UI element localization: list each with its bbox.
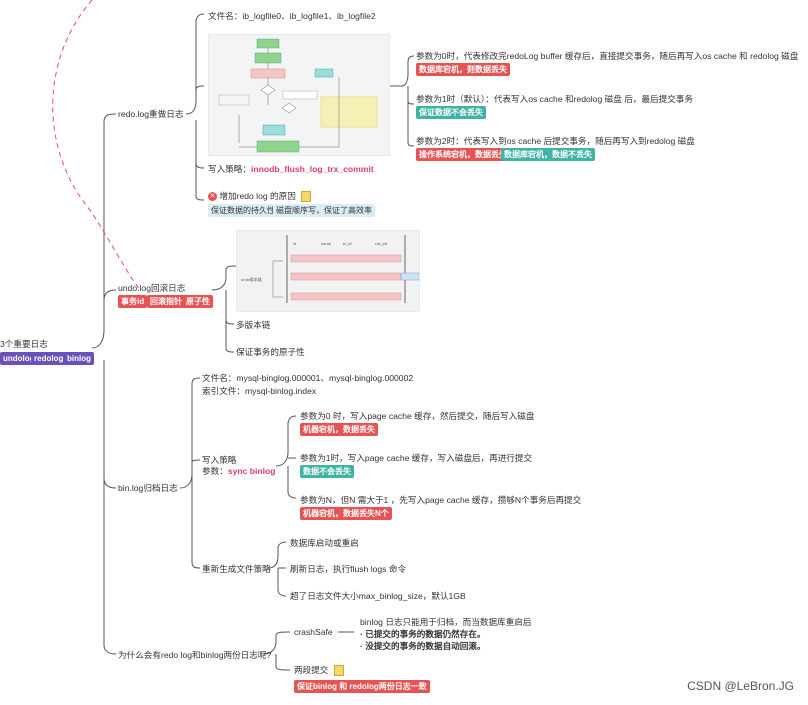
- binlog-param-2-tag: 机器宕机，数据丢失N个: [300, 507, 392, 520]
- undo-header-txid: tx_id: [343, 241, 351, 246]
- binlog-param-0-tag: 机器宕机，数据丢失: [300, 423, 378, 436]
- undo-header-name: name: [321, 241, 332, 246]
- note-icon[interactable]: [301, 191, 312, 203]
- undo-tag-txid: 事务id: [118, 295, 148, 308]
- redo-strategy-value: innodb_flush_log_trx_commit: [250, 164, 374, 174]
- undo-item-version-chain: 多版本链: [236, 320, 271, 330]
- crashsafe-line-1: · 已提交的事务的数据仍然存在。: [360, 629, 486, 639]
- redo-param-1-tag: 保证数据不会丢失: [416, 106, 486, 119]
- root-tag-binlog: binlog: [64, 352, 94, 365]
- redo-flow-diagram: [208, 34, 390, 156]
- undo-header-rollptr: roll_ptr: [375, 241, 388, 246]
- undo-item-atomic: 保证事务的原子性: [236, 347, 305, 357]
- redo-reason[interactable]: ✕ 增加redo log 的原因: [208, 190, 312, 203]
- undo-header-id: id: [293, 241, 296, 246]
- root-title: 3个重要日志: [0, 339, 48, 349]
- redo-title[interactable]: redo.log重做日志: [118, 109, 184, 119]
- binlog-files: 文件名：mysql-binglog.000001、mysql-binglog.0…: [202, 373, 414, 383]
- close-circle-icon: ✕: [208, 192, 217, 202]
- undo-title[interactable]: undo.log回滚日志: [118, 283, 186, 293]
- binlog-index: 索引文件：mysql-binlog.index: [202, 386, 317, 396]
- binlog-regen-item-0: 数据库启动或重启: [290, 538, 359, 548]
- why-title[interactable]: 为什么会有redo log和binlog两份日志呢?: [118, 650, 272, 660]
- two-phase-tag: 保证binlog 和 redolog两份日志一致: [294, 680, 430, 693]
- binlog-param-0: 参数为0 时，写入page cache 缓存，然后提交，随后写入磁盘: [300, 411, 535, 421]
- binlog-param-2: 参数为N，但N 需大于1 ，先写入page cache 缓存，攒够N个事务后再提…: [300, 495, 582, 505]
- binlog-param-1: 参数为1时，写入page cache 缓存，写入磁盘后，再进行提交: [300, 453, 533, 463]
- redo-param-0-tag: 数据库宕机，则数据丢失: [416, 63, 510, 76]
- flow-end-box: [256, 140, 300, 153]
- redo-param-2-tag-b: 数据库宕机，数据不丢失: [501, 148, 595, 161]
- crashsafe-line-2: · 没提交的事务的数据自动回滚。: [360, 641, 486, 651]
- binlog-regen-title: 重新生成文件策略: [202, 564, 271, 574]
- undo-tag-atomic: 原子性: [183, 295, 213, 308]
- undo-chain-diagram: id name tx_id roll_ptr undo版本链: [236, 230, 420, 312]
- crashsafe-title: crashSafe: [294, 627, 333, 637]
- flow-client-box: [256, 38, 280, 49]
- redo-param-1: 参数为1时（默认）：代表写入os cache 和redolog 磁盘 后，最后提…: [416, 94, 693, 104]
- two-phase-commit[interactable]: 两段提交: [294, 664, 344, 677]
- redo-files: 文件名：ib_logfile0、ib_logfile1、ib_logfile2: [208, 11, 376, 21]
- flow-buffer-box: [254, 52, 282, 64]
- binlog-param-1-tag: 数据不会丢失: [300, 465, 354, 478]
- undo-chain-label: undo版本链: [241, 276, 262, 282]
- two-phase-text: 两段提交: [294, 665, 329, 675]
- undo-row-1: [290, 254, 402, 263]
- redo-param-2-tag-a: 操作系统宕机，数据丢失: [416, 148, 510, 161]
- root-tag-undolog: undolog: [0, 352, 38, 365]
- undo-row-2: [290, 272, 402, 281]
- redo-strategy: 写入策略：innodb_flush_log_trx_commit: [208, 163, 374, 175]
- flow-note-box: [320, 96, 378, 128]
- binlog-regen-item-2: 超了日志文件大小max_binlog_size，默认1GB: [290, 591, 466, 601]
- redo-reason-text: 增加redo log 的原因: [219, 191, 296, 201]
- binlog-regen-item-1: 刷新日志，执行flush logs 命令: [290, 564, 407, 574]
- binlog-strategy: 参数：sync binlog: [202, 465, 276, 477]
- undo-row-3: [290, 292, 402, 301]
- root-tag-redolog: redolog: [31, 352, 67, 365]
- binlog-strategy-value: sync binlog: [227, 466, 276, 476]
- watermark: CSDN @LeBron.JG: [687, 679, 794, 693]
- flow-oscache-box: [250, 68, 286, 79]
- redo-reason-tag-sequential: 磁盘顺序写，保证了高效率: [273, 204, 375, 217]
- redo-reason-tag-durability: 保证数据的持久性: [208, 204, 278, 217]
- binlog-strategy-label: 写入策略: [202, 455, 237, 465]
- binlog-title[interactable]: bin.log归档日志: [118, 483, 178, 493]
- redo-param-2: 参数为2时：代表写入到os cache 后提交事务，随后再写入到redolog …: [416, 136, 695, 146]
- undo-chain-svg: id name tx_id roll_ptr undo版本链: [241, 235, 420, 303]
- binlog-strategy-prefix: 参数：: [202, 466, 228, 476]
- redo-param-0: 参数为0时，代表修改完redoLog buffer 缓存后，直接提交事务，随后再…: [416, 51, 799, 61]
- redo-strategy-label: 写入策略：: [208, 164, 251, 174]
- undo-tag-rollptr: 回滚指针: [147, 295, 185, 308]
- note-icon[interactable]: [333, 665, 344, 677]
- redo-flow-svg: [218, 38, 378, 153]
- crashsafe-line-0: binlog 日志只能用于归档，而当数据库重启后: [360, 617, 532, 627]
- flow-disk-box: [314, 68, 334, 78]
